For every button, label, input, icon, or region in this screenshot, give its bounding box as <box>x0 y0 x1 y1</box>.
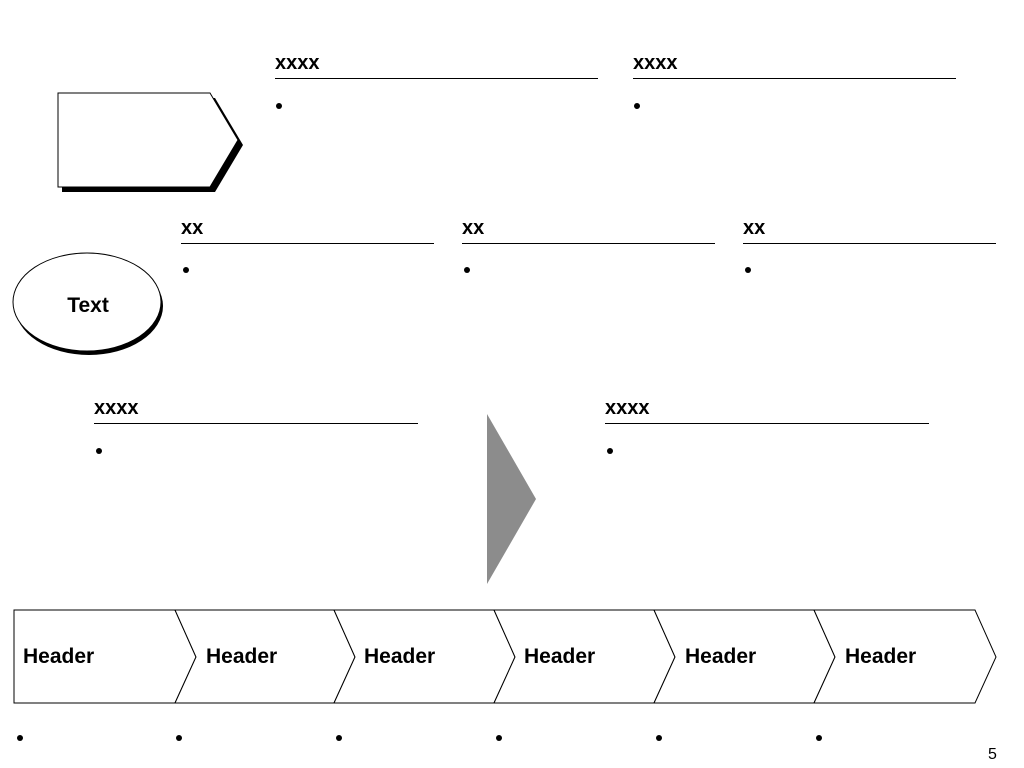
lower-bullet-1 <box>96 448 102 454</box>
page-number: 5 <box>988 746 997 763</box>
process-step-5-label: Header <box>685 645 757 668</box>
ellipse-label: Text <box>67 294 109 317</box>
top-bullet-1 <box>276 103 282 109</box>
top-heading-2: xxxx <box>633 52 956 79</box>
process-bullet-5 <box>656 735 662 741</box>
process-step-1-label: Header <box>23 645 95 668</box>
process-bullet-2 <box>176 735 182 741</box>
lower-bullet-2 <box>607 448 613 454</box>
middle-heading-2: xx <box>462 217 715 244</box>
process-step-4-label: Header <box>524 645 596 668</box>
middle-bullet-1 <box>183 267 189 273</box>
ellipse-shape <box>12 252 163 355</box>
process-bullet-1 <box>17 735 23 741</box>
middle-bullet-2 <box>464 267 470 273</box>
lower-heading-2: xxxx <box>605 397 929 424</box>
lower-heading-1: xxxx <box>94 397 418 424</box>
pentagon-arrow-shape <box>57 92 243 192</box>
middle-heading-1: xx <box>181 217 434 244</box>
process-bullet-4 <box>496 735 502 741</box>
process-bullet-3 <box>336 735 342 741</box>
process-step-6-label: Header <box>845 645 917 668</box>
gray-triangle-arrow <box>487 414 536 584</box>
process-chevron-bar <box>13 609 997 704</box>
top-bullet-2 <box>634 103 640 109</box>
process-step-2-label: Header <box>206 645 278 668</box>
process-step-3-label: Header <box>364 645 436 668</box>
top-heading-1: xxxx <box>275 52 598 79</box>
middle-heading-3: xx <box>743 217 996 244</box>
middle-bullet-3 <box>745 267 751 273</box>
process-bullet-6 <box>816 735 822 741</box>
process-step-6-shape <box>813 609 997 704</box>
